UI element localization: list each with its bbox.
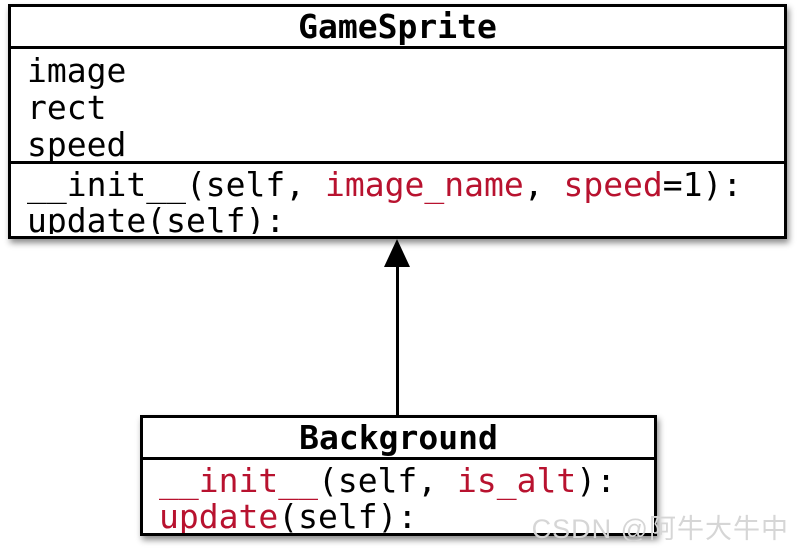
code-segment: ,: [523, 165, 564, 204]
code-segment: ):: [576, 461, 616, 500]
background-methods-section: __init__(self, is_alt):update(self):: [143, 460, 654, 534]
code-segment-highlighted: image_name: [325, 165, 524, 204]
watermark: CSDN @阿牛大牛中: [531, 514, 789, 544]
class-box-background: Background __init__(self, is_alt):update…: [140, 415, 657, 536]
code-segment-highlighted: update: [159, 497, 279, 534]
code-segment: =1):: [662, 165, 743, 204]
method-line: update(self):: [27, 201, 784, 235]
gamesprite-methods-section: __init__(self, image_name, speed=1):upda…: [11, 164, 784, 235]
inheritance-arrow-line: [396, 263, 399, 415]
method-line: update(self):: [159, 497, 654, 534]
code-segment: __init__(self,: [27, 165, 326, 204]
code-segment: update(self):: [27, 201, 286, 235]
class-title-background: Background: [143, 418, 654, 460]
code-segment: (self):: [278, 497, 418, 534]
attribute-line: image: [27, 51, 127, 90]
method-line: __init__(self, image_name, speed=1):: [27, 167, 784, 203]
code-segment-highlighted: speed: [563, 165, 663, 204]
attribute-line: rect: [27, 88, 107, 127]
code-segment-highlighted: __init__: [159, 461, 318, 500]
code-segment-highlighted: is_alt: [457, 461, 577, 500]
inheritance-arrow-head-icon: [384, 239, 410, 267]
class-title-gamesprite: GameSprite: [11, 7, 784, 49]
method-line: __init__(self, is_alt):: [159, 463, 654, 499]
attribute-line: speed: [27, 125, 127, 164]
code-segment: (self,: [317, 461, 458, 500]
